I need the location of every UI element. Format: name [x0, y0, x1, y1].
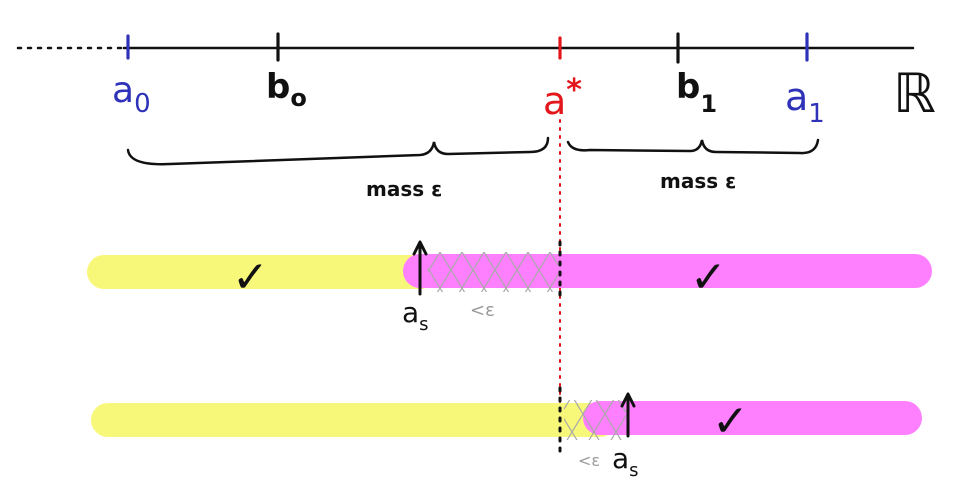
right-brace — [566, 138, 820, 155]
bar1-left-check: ✓ — [232, 252, 269, 303]
bar2-right-check: ✓ — [712, 396, 749, 447]
bar1-gap-label: <ε — [470, 300, 495, 321]
right-brace-label: mass ε — [660, 169, 736, 193]
bar1-marker-arrow — [412, 240, 428, 296]
label-b0: bo — [266, 67, 307, 112]
label-astar: a* — [543, 73, 582, 123]
left-brace — [126, 136, 550, 166]
label-b1: b1 — [676, 67, 717, 118]
bar2-marker-arrow — [620, 392, 636, 438]
label-a1: a1 — [785, 75, 825, 129]
bar2-marker-label: as — [612, 442, 639, 481]
bar1-hatched-gap — [428, 252, 558, 292]
bar2-gap-label: <ε — [578, 451, 600, 470]
left-brace-label: mass ε — [366, 177, 442, 201]
label-a0: a0 — [112, 70, 151, 119]
bar1-right-check: ✓ — [690, 252, 727, 303]
bar1-marker-label: as — [402, 296, 429, 335]
reals-symbol: ℝ — [893, 62, 936, 125]
bar2-hatched-gap — [564, 400, 626, 440]
